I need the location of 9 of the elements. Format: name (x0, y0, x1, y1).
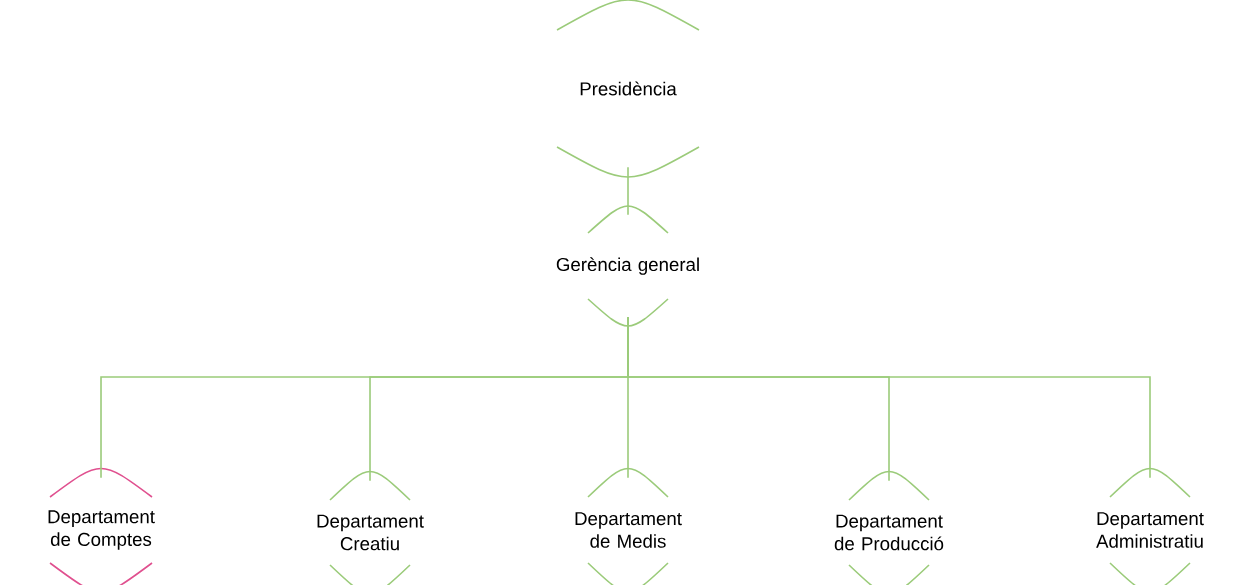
connector-line (627, 166, 629, 216)
circle-node: Departament de Comptes (48, 467, 155, 585)
circle-node: Departament de Medis (575, 467, 682, 585)
circle-node: Gerència general (556, 205, 699, 327)
circle-node: Departament de Producció (834, 470, 944, 585)
circle-node: Departament Creatiu (317, 470, 424, 585)
connector-line (627, 316, 1151, 479)
circle-node: Presidència (556, 0, 700, 178)
circle-node: Departament Administratiu (1096, 467, 1204, 585)
